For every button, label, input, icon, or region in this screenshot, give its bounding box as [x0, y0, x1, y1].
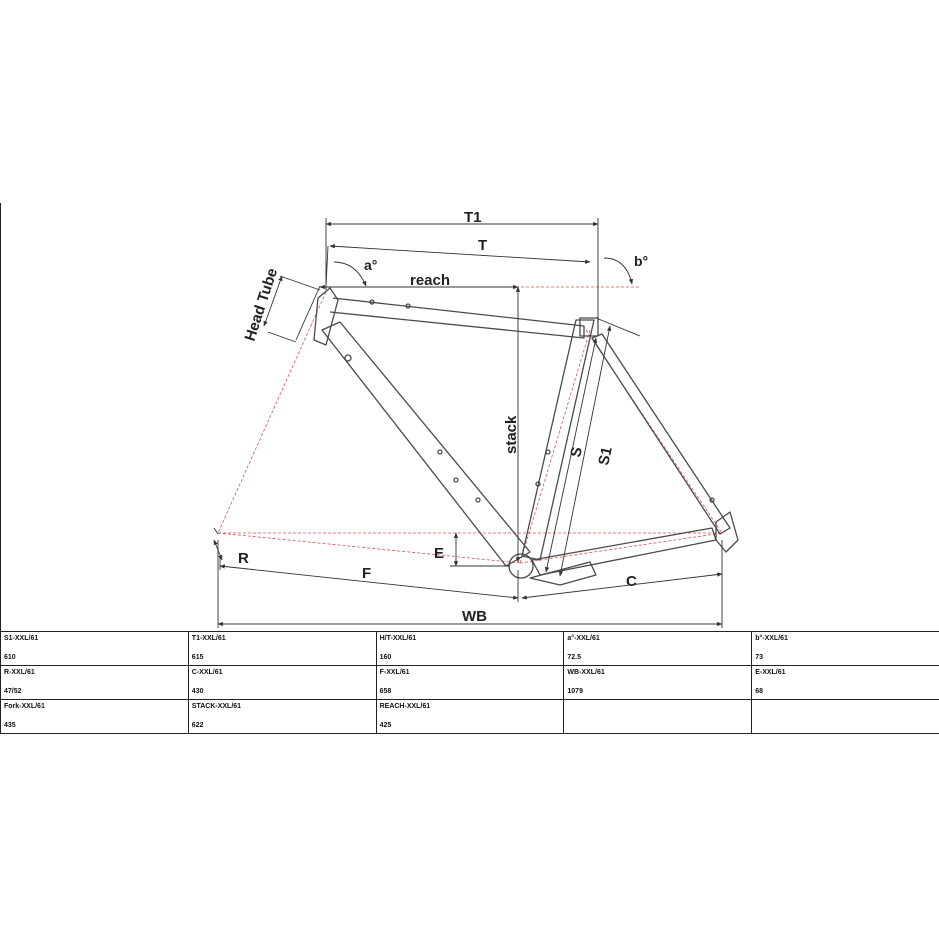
guide-lines [217, 286, 723, 564]
label-c: C [626, 573, 637, 590]
label-stack: stack [503, 415, 520, 454]
down-tube-shape [321, 321, 531, 567]
label-s: S [567, 446, 586, 459]
frame-geometry-diagram: T1 T reach a° b° Head Tube stack S S1 R … [213, 209, 739, 628]
spec-label: E-XXL/61 [755, 669, 786, 676]
spec-cell: S1-XXL/61 610 [0, 631, 189, 666]
spec-cell: H/T-XXL/61 160 [375, 631, 565, 666]
spec-label: WB-XXL/61 [567, 669, 605, 676]
spec-cell: REACH-XXL/61 425 [375, 699, 565, 734]
spec-value: 47/52 [4, 688, 22, 695]
label-b-angle: b° [634, 253, 648, 269]
left-border-rule [0, 203, 1, 633]
label-head-tube: Head Tube [242, 266, 282, 343]
seat-stay-shape [591, 333, 731, 535]
head-tube-shape [313, 287, 339, 346]
spec-cell: C-XXL/61 430 [187, 665, 377, 700]
label-s1: S1 [595, 445, 615, 466]
spec-cell: T1-XXL/61 615 [187, 631, 377, 666]
spec-value: 72.5 [567, 654, 582, 661]
rear-dropout-shape [715, 511, 739, 553]
chain-stay-shape [531, 527, 717, 576]
label-t: T [478, 237, 487, 254]
spec-label: T1-XXL/61 [191, 635, 226, 642]
spec-value: 430 [191, 688, 204, 695]
label-a-angle: a° [364, 257, 377, 273]
spec-cell: Fork-XXL/61 435 [0, 699, 189, 734]
spec-label: C-XXL/61 [191, 669, 223, 676]
spec-value: 435 [4, 722, 16, 729]
spec-value: 622 [191, 722, 204, 729]
label-reach: reach [410, 272, 450, 289]
spec-cell: STACK-XXL/61 622 [187, 699, 377, 734]
label-t1: T1 [464, 209, 482, 226]
spec-label: a°-XXL/61 [567, 635, 600, 642]
label-e: E [434, 545, 444, 562]
spec-cell: F-XXL/61 658 [375, 665, 565, 700]
spec-value: 1079 [567, 688, 583, 695]
spec-value: 658 [379, 688, 392, 695]
spec-label: Fork-XXL/61 [4, 703, 45, 710]
spec-value: 160 [379, 654, 392, 661]
spec-label: F-XXL/61 [379, 669, 410, 676]
label-r: R [238, 550, 249, 567]
dimension-lines [213, 218, 723, 628]
spec-row: Fork-XXL/61 435 STACK-XXL/61 622 REACH-XXL/6… [0, 699, 939, 734]
spec-value: 610 [4, 654, 16, 661]
spec-row: R-XXL/61 47/52 C-XXL/61 430 F-XXL/61 658 WB-XX… [0, 665, 939, 700]
seat-clamp-shape [579, 317, 599, 337]
spec-cell [563, 699, 753, 734]
spec-cell: a°-XXL/61 72.5 [563, 631, 753, 666]
top-tube-shape [329, 297, 585, 339]
spec-cell: WB-XXL/61 1079 [563, 665, 753, 700]
seat-tube-shape [521, 319, 595, 561]
geometry-spec-table: S1-XXL/61 610 T1-XXL/61 615 H/T-XXL/61 160 a°-… [0, 631, 939, 734]
spec-label: b°-XXL/61 [755, 635, 788, 642]
spec-label: S1-XXL/61 [4, 635, 39, 642]
spec-value: 425 [379, 722, 392, 729]
spec-cell: R-XXL/61 47/52 [0, 665, 189, 700]
spec-row: S1-XXL/61 610 T1-XXL/61 615 H/T-XXL/61 160 a°-… [0, 631, 939, 666]
label-wb: WB [462, 608, 487, 625]
spec-value: 615 [191, 654, 204, 661]
label-f: F [362, 565, 371, 582]
spec-label: H/T-XXL/61 [379, 635, 417, 642]
spec-value: 73 [755, 654, 763, 661]
spec-label: REACH-XXL/61 [379, 703, 431, 710]
spec-cell [751, 699, 939, 734]
spec-cell: E-XXL/61 68 [751, 665, 939, 700]
spec-label: STACK-XXL/61 [191, 703, 242, 710]
spec-cell: b°-XXL/61 73 [751, 631, 939, 666]
spec-value: 68 [755, 688, 763, 695]
spec-label: R-XXL/61 [4, 669, 35, 676]
